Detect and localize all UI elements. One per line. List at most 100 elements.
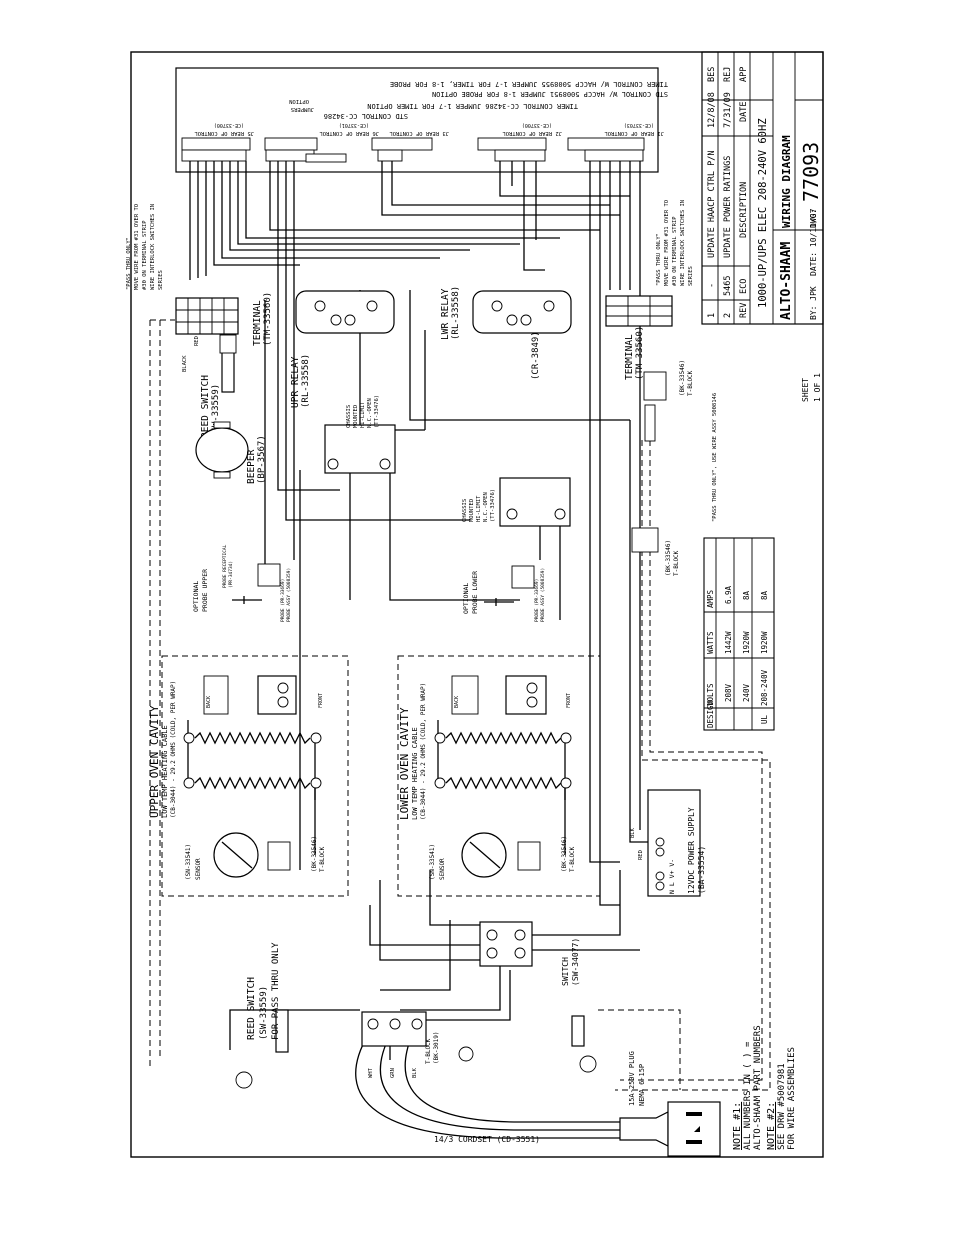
tblock-right-pn: (BK-33546) (679, 360, 686, 396)
svg-text:BLK: BLK (412, 1067, 418, 1078)
svg-text:PROBE ASSY (5008359): PROBE ASSY (5008359) (286, 568, 292, 622)
j2-label: J2 REAR OF CONTROL (502, 130, 562, 136)
switch-pn: (SW-34077) (571, 938, 580, 986)
sheet-label: SHEET (801, 378, 810, 402)
table-header-volts: VOLTS (706, 683, 715, 706)
beeper-label: BEEPER (246, 449, 257, 484)
svg-text:HI-LIMIT: HI-LIMIT (360, 401, 366, 428)
probe-lower: OPTIONAL PROBE LOWER PROBE (PR-33669) PR… (462, 565, 546, 622)
svg-text:FRONT: FRONT (566, 693, 572, 708)
svg-text:(TT-33476): (TT-33476) (374, 395, 380, 428)
reed-switch-pass-thru: REED SWITCH (SW-33559) FOR PASS THRU ONL… (235, 942, 597, 1089)
svg-text:T-BLOCK: T-BLOCK (319, 846, 326, 872)
rev-header-desc: DESCRIPTION (739, 182, 749, 238)
svg-text:BACK: BACK (454, 696, 460, 708)
svg-text:MOUNTED: MOUNTED (353, 405, 359, 428)
drawn-by: BY: JPK (809, 286, 818, 320)
rev-header-date: DATE (739, 102, 749, 122)
note1-line2: ALTO-SHAAM PART NUMBERS (753, 1025, 763, 1150)
j5-pn: (CE-33700) (214, 122, 244, 128)
power-supply-pn: (BA-33554) (697, 846, 706, 894)
probe-upper: OPTIONAL PROBE UPPER PROBE RECEPTICAL (P… (192, 544, 292, 622)
terminal-right-pn: (TM-33560) (635, 326, 645, 380)
svg-text:T-BLOCK: T-BLOCK (569, 846, 576, 872)
cordset-label: 14/3 CORDSET (CD-3551) (434, 1135, 540, 1144)
table-r2-watts: 1920W (742, 631, 751, 654)
svg-text:FOR PASS THRU ONLY: FOR PASS THRU ONLY (271, 942, 281, 1040)
control-header-box: TIMER CONTROL W/ HACCP 5008955 JUMPER 1-… (175, 67, 668, 173)
lower-cable-label: LOW TEMP HEATING CABLE (411, 727, 419, 820)
company-logo: ALTO-SHAAM (779, 242, 794, 320)
svg-text:T-BLOCK: T-BLOCK (425, 1038, 432, 1064)
hi-limit-lower: CHASSIS MOUNTED HI-LIMIT N.C.-OPEN (TT-3… (462, 477, 571, 527)
option-label: OPTION (289, 98, 309, 104)
reed-switch-label: REED SWITCH (200, 375, 211, 438)
upr-relay-label: UPR RELAY (290, 356, 301, 408)
svg-text:PROBE UPPER: PROBE UPPER (201, 569, 209, 612)
blk-wire-label: BLK (630, 827, 636, 838)
red-wire-label: RED (194, 336, 200, 346)
terminal-strip-right: TERMINAL (TM-33560) (BK-33546) T-BLOCK (605, 295, 694, 442)
table-r2-amps: 8A (742, 590, 751, 600)
pass-thru-note-left: "PASS THRU ONLY" MOVE WIRE FROM #31 OVER… (126, 204, 164, 290)
rev-1-no: 1 (707, 313, 717, 318)
dwg-number: 77093 (799, 142, 823, 202)
cr-pn: (CR-3849) (531, 331, 541, 380)
svg-text:(TT-33476): (TT-33476) (490, 489, 496, 522)
svg-text:WIRE INTERLOCK SWITCHES IN: WIRE INTERLOCK SWITCHES IN (150, 204, 156, 290)
rev-header-rev: REV (739, 303, 749, 318)
notes: NOTE #1: ALL NUMBERS IN ( ) = ALTO-SHAAM… (732, 1025, 797, 1150)
note2-line1: SEE DRW #5007981 (777, 1063, 787, 1150)
table-r1-volts: 208V (724, 683, 733, 702)
svg-text:(SN-33541): (SN-33541) (429, 844, 436, 880)
table-r1-amps: 6.9A (724, 585, 733, 604)
svg-text:N.C.-OPEN: N.C.-OPEN (367, 398, 373, 428)
table-header-watts: WATTS (706, 631, 715, 654)
power-rating-table: DESIGN VOLTS WATTS AMPS 208V 1442W 6.9A … (703, 537, 775, 731)
pass-thru-wire-note: "PASS THRU ONLY", USE WIRE ASSY 5008146 (712, 393, 718, 522)
reed-switch-pn: (SW-33559) (211, 384, 221, 438)
power-plug: 14/3 CORDSET (CD-3551) 15A-250V PLUG NEM… (434, 1051, 721, 1157)
svg-text:PROBE (PR-33669): PROBE (PR-33669) (534, 579, 540, 622)
timer-control-haccp: TIMER CONTROL W/ HACCP 5008955 JUMPER 1-… (390, 80, 668, 88)
rev-2-eco: 5465 (723, 276, 733, 296)
svg-text:T-BLOCK: T-BLOCK (673, 550, 680, 576)
svg-text:REED SWITCH: REED SWITCH (246, 977, 257, 1040)
rev-1-app: BES (707, 67, 717, 82)
main-switch: SWITCH (SW-34077) (479, 921, 580, 986)
lower-cavity-label: LOWER OVEN CAVITY (398, 707, 411, 820)
terminal-right-label: TERMINAL (624, 334, 635, 380)
svg-text:GRN: GRN (390, 1068, 396, 1078)
table-r1-watts: 1442W (724, 631, 733, 654)
terminal-left-label: TERMINAL (252, 300, 263, 346)
std-control: STD CONTROL CC-34286 (324, 112, 408, 120)
note1-line1: ALL NUMBERS IN ( ) = (743, 1041, 753, 1150)
title-block: 1 - UPDATE HAACP CTRL P/N 12/8/08 BES 2 … (701, 51, 824, 402)
plug-rating: 15A-250V PLUG (628, 1051, 636, 1106)
switch-label: SWITCH (561, 957, 570, 986)
rev-1-eco: - (707, 283, 717, 288)
rev-2-no: 2 (723, 313, 733, 318)
upper-oven-cavity: UPPER OVEN CAVITY LOW TEMP HEATING CABLE… (148, 655, 349, 897)
tblock-bottom: T-BLOCK (BK-3019) WHT GRN BLK (361, 1011, 474, 1078)
svg-text:WIRE INTERLOCK SWITCHES IN: WIRE INTERLOCK SWITCHES IN (680, 200, 686, 286)
drawing-title: WIRING DIAGRAM (780, 135, 793, 228)
rev-1-desc: UPDATE HAACP CTRL P/N (707, 151, 717, 258)
svg-text:PROBE LOWER: PROBE LOWER (471, 571, 479, 614)
model-description: 1000-UP/UPS ELEC 208-240V 60HZ (757, 118, 769, 308)
table-design-code: UL (760, 714, 769, 724)
svg-text:SENSOR: SENSOR (195, 858, 202, 880)
lwr-relay: LWR RELAY (RL-33558) (CR-3849) (440, 286, 572, 380)
rev-header-eco: ECO (739, 279, 749, 294)
svg-text:SERIES: SERIES (688, 266, 694, 286)
table-r3-amps: 8A (760, 590, 769, 600)
connector-pins (181, 137, 645, 163)
upper-cavity-label: UPPER OVEN CAVITY (148, 705, 161, 818)
table-r3-watts: 1920W (760, 631, 769, 654)
svg-text:(SN-33541): (SN-33541) (185, 844, 192, 880)
j5-label: J5 REAR OF CONTROL (194, 130, 254, 136)
svg-text:CHASSIS: CHASSIS (462, 499, 468, 522)
svg-text:PROBE RECEPTICAL: PROBE RECEPTICAL (222, 544, 228, 588)
svg-text:CHASSIS: CHASSIS (346, 405, 352, 428)
